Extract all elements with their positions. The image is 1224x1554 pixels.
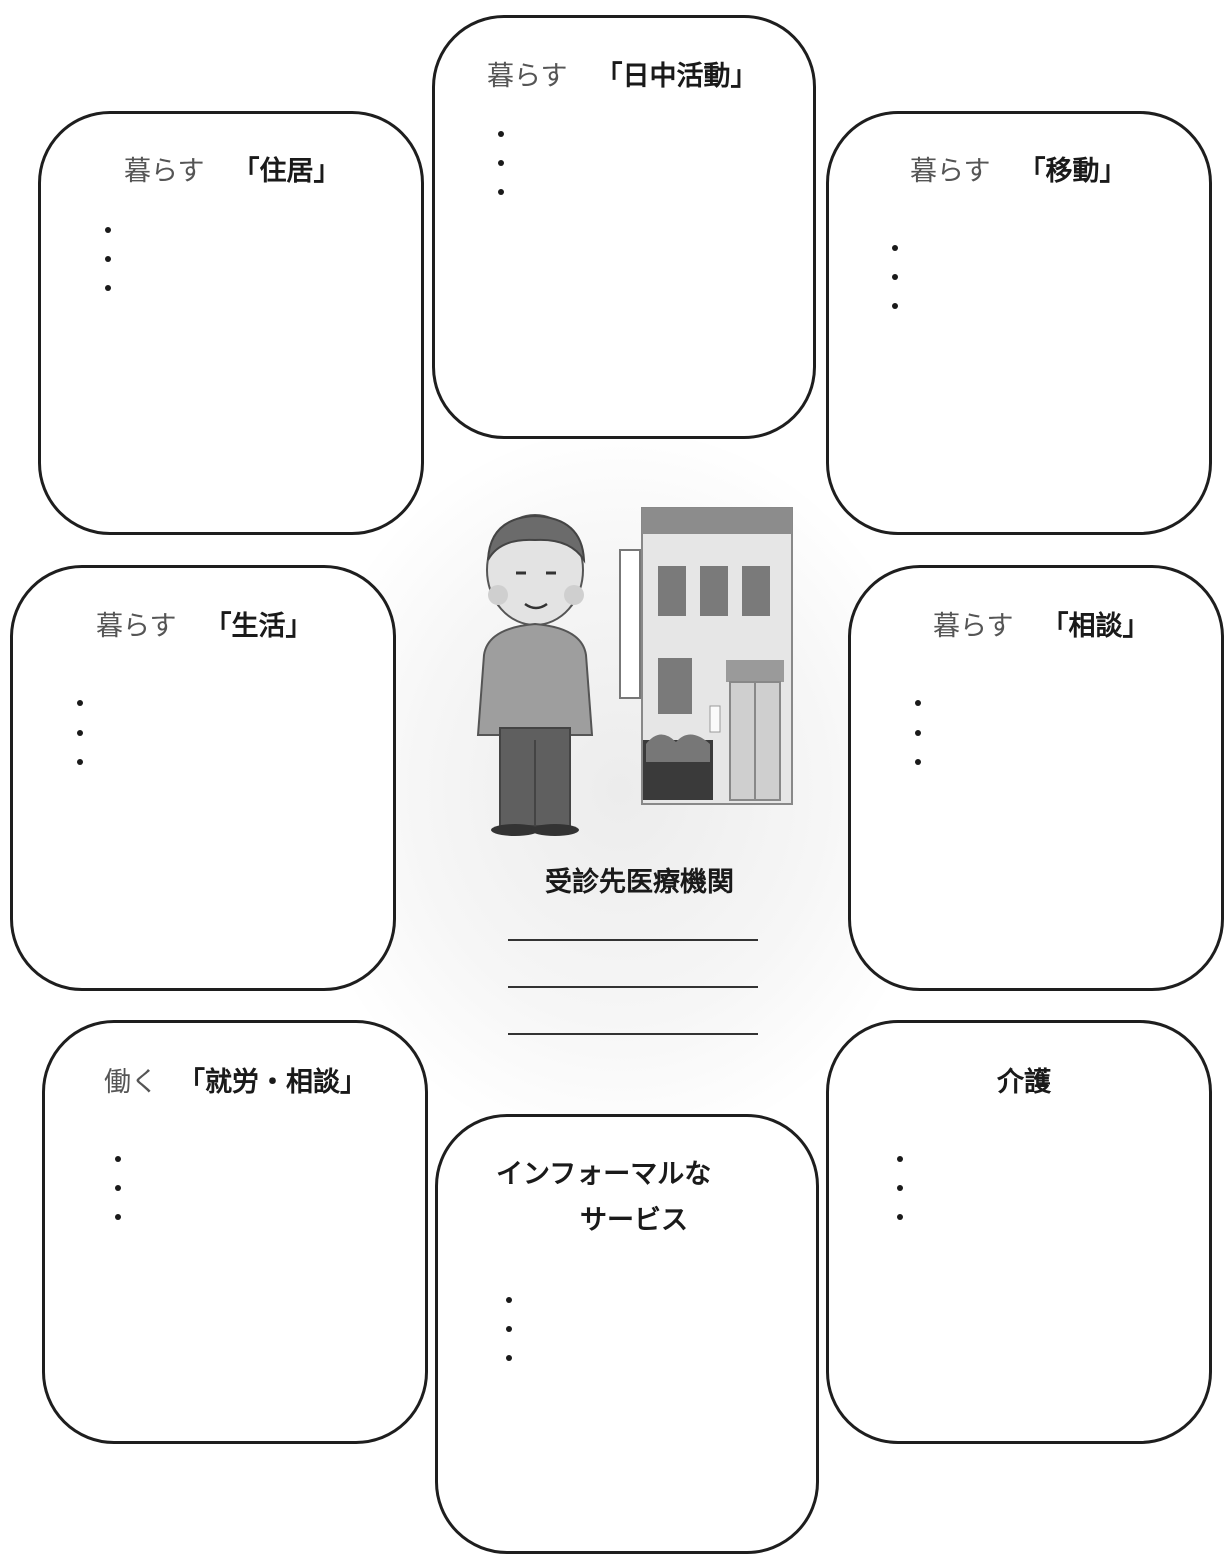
- bullet-dot: [897, 1156, 903, 1162]
- consultation-prefix: 暮らす: [933, 611, 1014, 642]
- housing-prefix: 暮らす: [124, 156, 205, 187]
- medical-institution-label: 受診先医療機関: [545, 867, 734, 898]
- bullet-dot: [105, 227, 111, 233]
- daytime-activity-label: 「日中活動」: [595, 61, 758, 92]
- write-in-line: [508, 939, 758, 941]
- bullet-dot: [105, 256, 111, 262]
- bullet-dot: [892, 274, 898, 280]
- person-and-hospital-illustration: [476, 507, 793, 836]
- bullet-dot: [897, 1214, 903, 1220]
- housing-label: 「住居」: [232, 156, 341, 187]
- employment-prefix: 働く: [104, 1067, 158, 1098]
- living-prefix: 暮らす: [96, 611, 177, 642]
- care-box: [826, 1020, 1212, 1444]
- care-label: 介護: [997, 1067, 1051, 1098]
- housing-title: 暮らす「住居」: [124, 149, 340, 188]
- bullet-dot: [77, 700, 83, 706]
- bullet-dot: [77, 730, 83, 736]
- bullet-dot: [115, 1214, 121, 1220]
- consultation-box: [848, 565, 1224, 991]
- living-label: 「生活」: [204, 611, 313, 642]
- bullet-dot: [498, 131, 504, 137]
- employment-label: 「就労・相談」: [178, 1067, 367, 1098]
- bullet-dot: [498, 189, 504, 195]
- daytime-activity-prefix: 暮らす: [487, 61, 568, 92]
- person-icon: [476, 514, 594, 836]
- care-title: 介護: [997, 1060, 1051, 1099]
- living-box: [10, 565, 396, 991]
- write-in-line: [508, 986, 758, 988]
- bullet-dot: [506, 1326, 512, 1332]
- mobility-title: 暮らす「移動」: [910, 149, 1126, 188]
- daytime-activity-title: 暮らす「日中活動」: [487, 54, 757, 93]
- daytime-activity-box: [432, 15, 816, 439]
- informal-services-title-line2: サービス: [580, 1205, 688, 1236]
- bullet-dot: [498, 160, 504, 166]
- mobility-label: 「移動」: [1018, 156, 1127, 187]
- bullet-dot: [897, 1185, 903, 1191]
- mobility-prefix: 暮らす: [910, 156, 991, 187]
- hospital-building-icon: [619, 507, 793, 805]
- consultation-label: 「相談」: [1041, 611, 1150, 642]
- mobility-box: [826, 111, 1212, 535]
- bullet-dot: [915, 700, 921, 706]
- bullet-dot: [105, 285, 111, 291]
- bullet-dot: [506, 1297, 512, 1303]
- informal-services-title-line1: インフォーマルな: [496, 1159, 712, 1190]
- bullet-dot: [892, 303, 898, 309]
- bullet-dot: [892, 245, 898, 251]
- bullet-dot: [915, 759, 921, 765]
- bullet-dot: [77, 759, 83, 765]
- housing-box: [38, 111, 424, 535]
- bullet-dot: [506, 1355, 512, 1361]
- bullet-dot: [915, 730, 921, 736]
- employment-title: 働く「就労・相談」: [104, 1060, 367, 1099]
- write-in-line: [508, 1033, 758, 1035]
- informal-services-box: [435, 1114, 819, 1554]
- employment-box: [42, 1020, 428, 1444]
- bullet-dot: [115, 1156, 121, 1162]
- consultation-title: 暮らす「相談」: [933, 604, 1149, 643]
- bullet-dot: [115, 1185, 121, 1191]
- living-title: 暮らす「生活」: [96, 604, 312, 643]
